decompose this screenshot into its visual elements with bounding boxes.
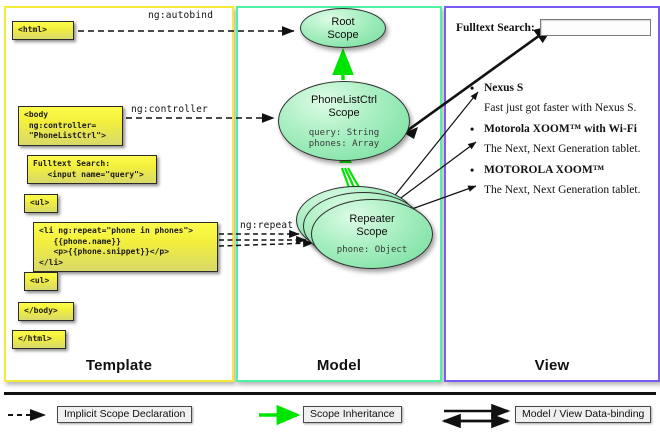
phone-name: MOTOROLA XOOM™ [462,160,652,180]
search-input[interactable] [539,19,651,36]
phonelistctrl-scope-title-2: Scope [328,106,360,119]
label-ng-controller: ng:controller [131,104,208,115]
phonelistctrl-scope-title-1: PhoneListCtrl [310,94,378,106]
root-scope-title-2: Scope [327,28,359,41]
list-item[interactable]: Motorola XOOM™ with Wi-Fi The Next, Next… [462,119,652,160]
code-box-body-open[interactable]: <body ng:controller= "PhoneListCtrl"> [18,106,123,146]
search-label: Fulltext Search: [456,21,535,34]
panel-view-title: View [534,357,570,374]
legend-label: Scope Inheritance [303,406,402,423]
panel-model-title: Model [316,357,362,374]
legend-item-model-view-data-binding: Model / View Data-binding [515,406,652,423]
phone-name: Nexus S [462,78,652,98]
repeater-scope-title-2: Scope [356,225,388,238]
code-box-html-close[interactable]: </html> [12,330,66,349]
phone-name: Motorola XOOM™ with Wi-Fi [462,119,652,139]
repeater-scope-title-1: Repeater [349,213,395,225]
code-box-html-open[interactable]: <html> [12,21,74,40]
list-item[interactable]: Nexus S Fast just got faster with Nexus … [462,78,652,119]
root-scope-title-1: Root [331,16,355,28]
view-content: Fulltext Search: Nexus S Fast just got f… [444,6,656,378]
legend-item-implicit-scope-declaration: Implicit Scope Declaration [57,406,193,423]
code-box-fulltext-search[interactable]: Fulltext Search: <input name="query"> [27,155,157,184]
phonelistctrl-scope[interactable]: PhoneListCtrl Scope query: String phones… [278,81,410,161]
list-item[interactable]: MOTOROLA XOOM™ The Next, Next Generation… [462,160,652,201]
view-search-row: Fulltext Search: [456,19,651,36]
legend-item-scope-inheritance: Scope Inheritance [303,406,402,423]
code-box-ul-open[interactable]: <ul> [24,194,58,213]
phone-snippet: Fast just got faster with Nexus S. [484,102,637,114]
repeater-scope[interactable]: Repeater Scope phone: Object [311,199,433,269]
repeater-prop-phone: phone: Object [336,245,408,255]
phone-snippet: The Next, Next Generation tablet. [484,184,641,196]
label-ng-repeat: ng:repeat [240,220,294,231]
phonelistctrl-prop-query: query: String [308,128,380,138]
phone-list: Nexus S Fast just got faster with Nexus … [462,78,652,201]
legend-divider [4,392,656,395]
phone-snippet: The Next, Next Generation tablet. [484,143,641,155]
phonelistctrl-prop-phones: phones: Array [308,139,380,149]
legend-label: Implicit Scope Declaration [57,406,193,423]
code-box-ul-close[interactable]: <ul> [24,272,58,291]
legend-label: Model / View Data-binding [515,406,652,423]
root-scope[interactable]: Root Scope [300,8,386,48]
label-ng-autobind: ng:autobind [148,10,214,21]
panel-template-title: Template [85,357,153,374]
code-box-body-close[interactable]: </body> [18,302,74,321]
code-box-li-repeat[interactable]: <li ng:repeat="phone in phones"> {{phone… [33,222,218,272]
legend: Implicit Scope Declaration Scope Inherit… [0,400,660,434]
